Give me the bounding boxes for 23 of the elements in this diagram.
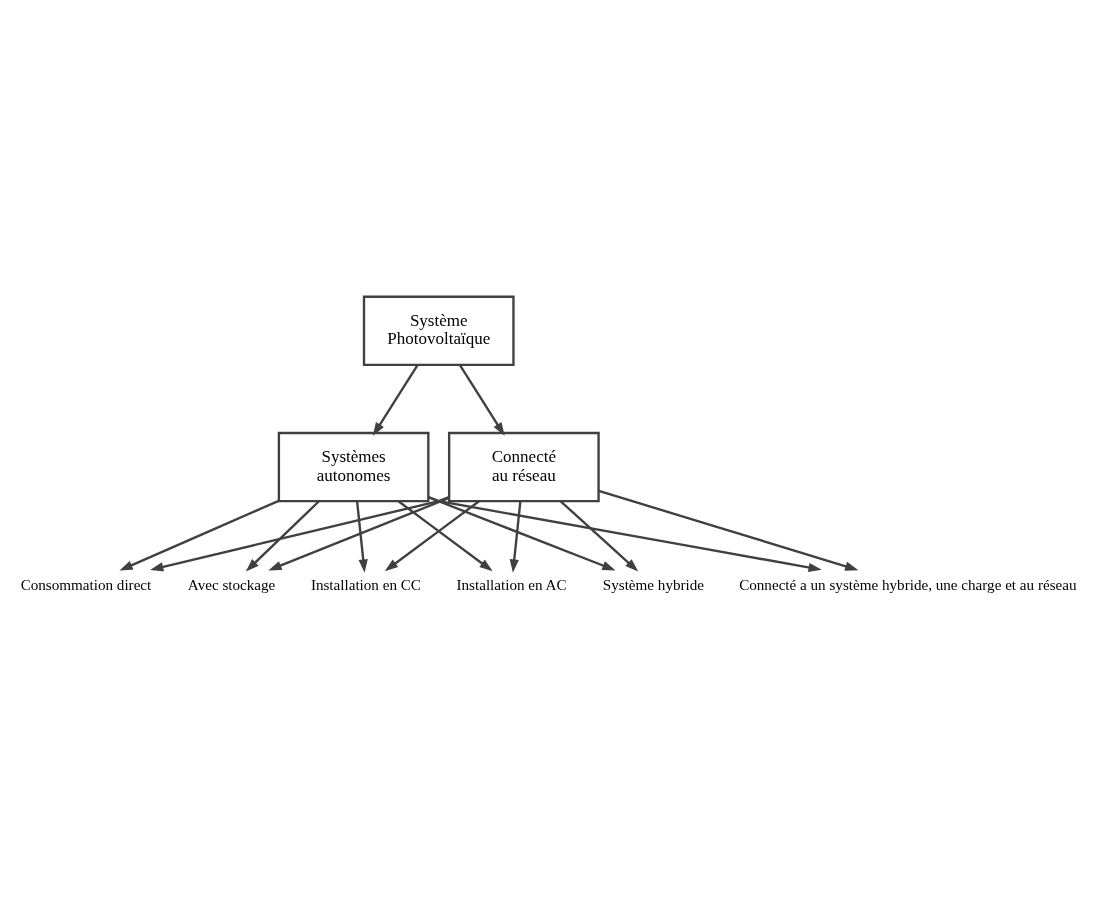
arrow xyxy=(119,499,280,571)
node-text: Connecté a un système hybride, une charge et au réseau xyxy=(739,576,1077,593)
arrow xyxy=(268,496,450,570)
arrow xyxy=(397,499,493,571)
arrow xyxy=(150,495,450,571)
arrow xyxy=(428,495,616,570)
node-box: Système Photovoltaïque xyxy=(362,295,515,366)
arrow xyxy=(428,495,822,572)
arrow xyxy=(458,363,505,436)
node-text: Installation en CC xyxy=(310,576,421,593)
arrow xyxy=(355,500,368,573)
arrow xyxy=(559,499,639,571)
arrow xyxy=(509,500,522,573)
arrow xyxy=(245,499,320,572)
node-text: Installation en AC xyxy=(456,576,567,593)
arrow xyxy=(384,499,480,571)
node-box: Systèmes autonomes xyxy=(277,431,430,502)
node-box: Connecté au réseau xyxy=(447,431,600,502)
node-text: Système hybride xyxy=(602,576,705,593)
arrow xyxy=(372,363,419,436)
node-text: Consommation direct xyxy=(20,576,152,593)
arrow xyxy=(598,489,859,571)
node-text: Avec stockage xyxy=(187,576,276,593)
